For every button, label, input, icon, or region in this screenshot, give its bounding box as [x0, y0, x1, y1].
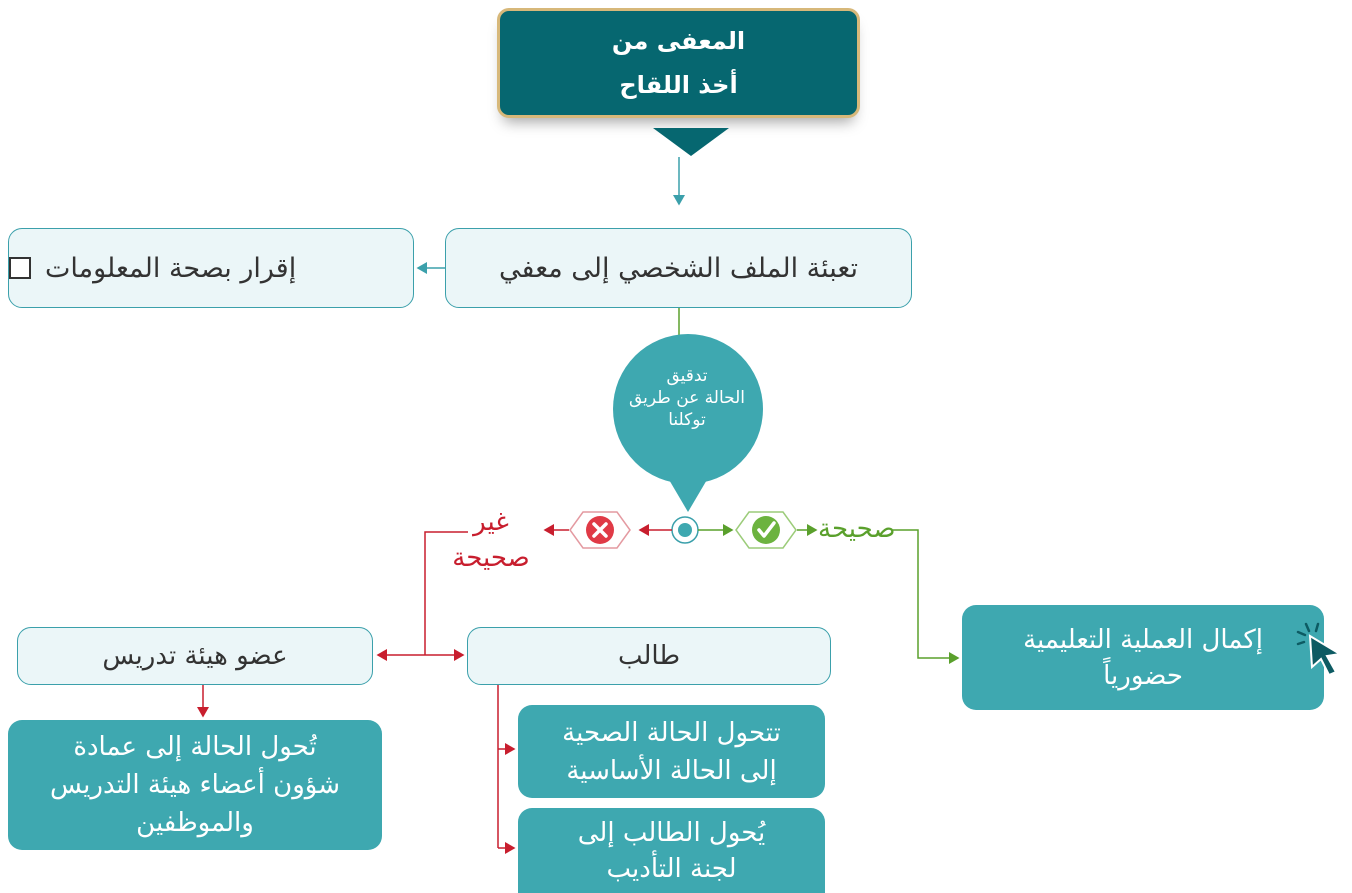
student-result-health-box: تتحول الحالة الصحية إلى الحالة الأساسية: [518, 705, 825, 798]
student-result1-line1: تتحول الحالة الصحية: [562, 717, 781, 748]
profile-label: تعبئة الملف الشخصي إلى معفي: [499, 252, 858, 284]
faculty-box: عضو هيئة تدريس: [17, 627, 373, 685]
checkbox-icon[interactable]: [9, 257, 31, 279]
profile-box: تعبئة الملف الشخصي إلى معفي: [445, 228, 912, 308]
faculty-result-line1: تُحول الحالة إلى عمادة: [73, 732, 317, 762]
student-result2-line1: يُحول الطالب إلى: [577, 817, 766, 848]
invalid-line2: صحيحة: [452, 543, 530, 573]
faculty-result-box: تُحول الحالة إلى عمادة شؤون أعضاء هيئة ا…: [8, 720, 382, 850]
verify-bubble: [613, 334, 763, 512]
declaration-label: إقرار بصحة المعلومات: [45, 252, 297, 284]
student-box: طالب: [467, 627, 831, 685]
title-arrow-icon: [653, 128, 729, 156]
x-icon: [569, 511, 631, 549]
faculty-label: عضو هيئة تدريس: [102, 641, 288, 671]
invalid-label: غير صحيحة: [436, 504, 546, 576]
student-result-discipline-box: يُحول الطالب إلى لجنة التأديب: [518, 808, 825, 893]
verify-text: تدقيق الحالة عن طريق توكلنا: [612, 365, 762, 431]
verify-line1: تدقيق: [666, 366, 708, 386]
invalid-line1: غير: [473, 507, 509, 537]
student-result1-line2: إلى الحالة الأساسية: [566, 755, 777, 786]
title-line2: أخذ اللقاح: [619, 71, 738, 99]
student-label: طالب: [617, 641, 681, 671]
verify-line2: الحالة عن طريق: [628, 388, 746, 408]
verify-line3: توكلنا: [668, 410, 706, 430]
education-box: إكمال العملية التعليمية حضورياً: [962, 605, 1324, 710]
valid-label: صحيحة: [818, 514, 896, 544]
education-line2: حضورياً: [1103, 660, 1183, 691]
title-line1: المعفى من: [611, 27, 746, 55]
cursor-click-icon: [1296, 622, 1343, 677]
title-box: المعفى من أخذ اللقاح: [497, 8, 860, 118]
declaration-box[interactable]: إقرار بصحة المعلومات: [8, 228, 414, 308]
education-line1: إكمال العملية التعليمية: [1023, 624, 1263, 655]
faculty-result-line2: شؤون أعضاء هيئة التدريس: [50, 770, 341, 800]
faculty-result-line3: والموظفين: [136, 808, 254, 838]
student-result2-line2: لجنة التأديب: [606, 853, 737, 884]
check-icon: [735, 511, 797, 549]
